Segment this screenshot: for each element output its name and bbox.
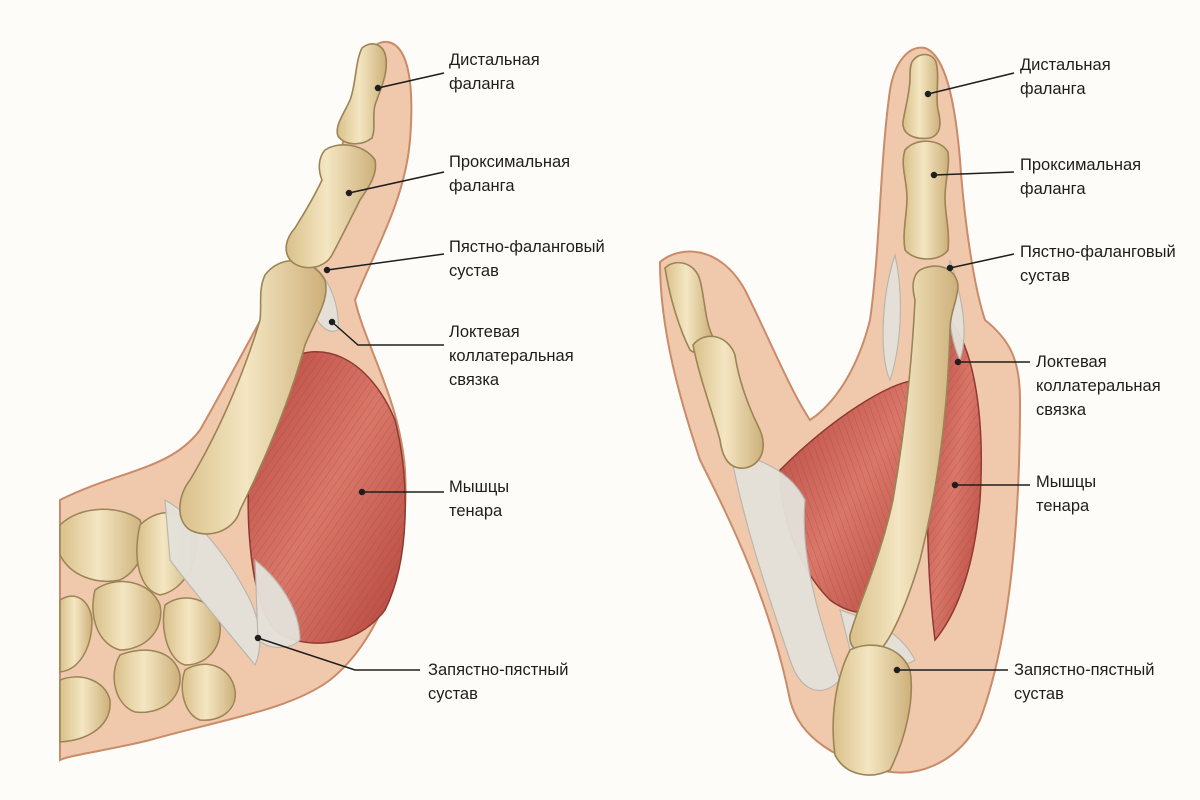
label-text: сустав <box>449 262 499 280</box>
label-text: Проксимальная <box>449 153 571 171</box>
leader-right-proximal <box>933 171 1015 176</box>
label-right-thenar-muscles: Мышцы тенара <box>1036 470 1096 518</box>
right-index-proximal-bone <box>664 261 714 354</box>
left-distal-phalanx-bone <box>336 43 388 145</box>
leader-right-distal <box>927 72 1015 95</box>
label-text: Запястно-пястный <box>1014 661 1155 679</box>
leader-lines <box>254 72 1030 674</box>
label-text: фаланга <box>1020 80 1086 98</box>
leader-left-distal <box>377 72 445 89</box>
label-left-ulnar-collateral-ligament: Локтевая коллатеральная связка <box>449 320 574 392</box>
right-trapezium-bone <box>832 644 913 776</box>
label-left-distal-phalanx: Дистальная фаланга <box>449 48 540 96</box>
label-right-mcp-joint: Пястно-фаланговый сустав <box>1020 240 1176 288</box>
label-text: Локтевая <box>1036 353 1107 371</box>
label-text: Пястно-фаланговый <box>449 238 605 256</box>
label-right-proximal-phalanx: Проксимальная фаланга <box>1020 153 1141 201</box>
leader-left-proximal <box>348 171 445 194</box>
label-text: связка <box>449 371 500 389</box>
label-text: Проксимальная <box>1020 156 1142 174</box>
label-text: фаланга <box>449 177 515 195</box>
label-text: Локтевая <box>449 323 520 341</box>
label-text: сустав <box>1014 685 1064 703</box>
right-index-middle-bone <box>692 335 764 469</box>
right-distal-phalanx-bone <box>902 53 941 140</box>
label-right-distal-phalanx: Дистальная фаланга <box>1020 53 1111 101</box>
label-text: тенара <box>449 502 503 520</box>
label-text: фаланга <box>449 75 515 93</box>
label-text: связка <box>1036 401 1087 419</box>
left-metacarpal-bone <box>179 259 327 535</box>
label-right-cmc-joint: Запястно-пястный сустав <box>1014 658 1154 706</box>
label-text: Мышцы <box>1036 473 1097 491</box>
label-left-mcp-joint: Пястно-фаланговый сустав <box>449 235 605 283</box>
label-text: Мышцы <box>449 478 510 496</box>
label-text: коллатеральная <box>449 347 574 365</box>
label-text: коллатеральная <box>1036 377 1161 395</box>
leader-left-mcp <box>326 253 445 271</box>
label-text: тенара <box>1036 497 1090 515</box>
label-text: фаланга <box>1020 180 1086 198</box>
right-thumb-illustration <box>658 46 1022 776</box>
label-right-ulnar-collateral-ligament: Локтевая коллатеральная связка <box>1036 350 1161 422</box>
left-proximal-phalanx-bone <box>285 144 377 269</box>
left-carpal-bones <box>59 508 236 743</box>
label-text: Пястно-фаланговый <box>1020 243 1176 261</box>
label-text: сустав <box>1020 267 1070 285</box>
leader-right-mcp <box>949 253 1015 269</box>
leader-left-cmc <box>257 637 420 671</box>
label-text: сустав <box>428 685 478 703</box>
label-left-cmc-joint: Запястно-пястный сустав <box>428 658 568 706</box>
left-thumb-illustration <box>59 40 413 762</box>
label-left-proximal-phalanx: Проксимальная фаланга <box>449 150 570 198</box>
label-left-thenar-muscles: Мышцы тенара <box>449 475 509 523</box>
label-text: Дистальная <box>449 51 540 69</box>
leader-left-ucl <box>331 321 444 346</box>
label-text: Запястно-пястный <box>428 661 569 679</box>
label-text: Дистальная <box>1020 56 1111 74</box>
right-proximal-phalanx-bone <box>902 140 950 260</box>
